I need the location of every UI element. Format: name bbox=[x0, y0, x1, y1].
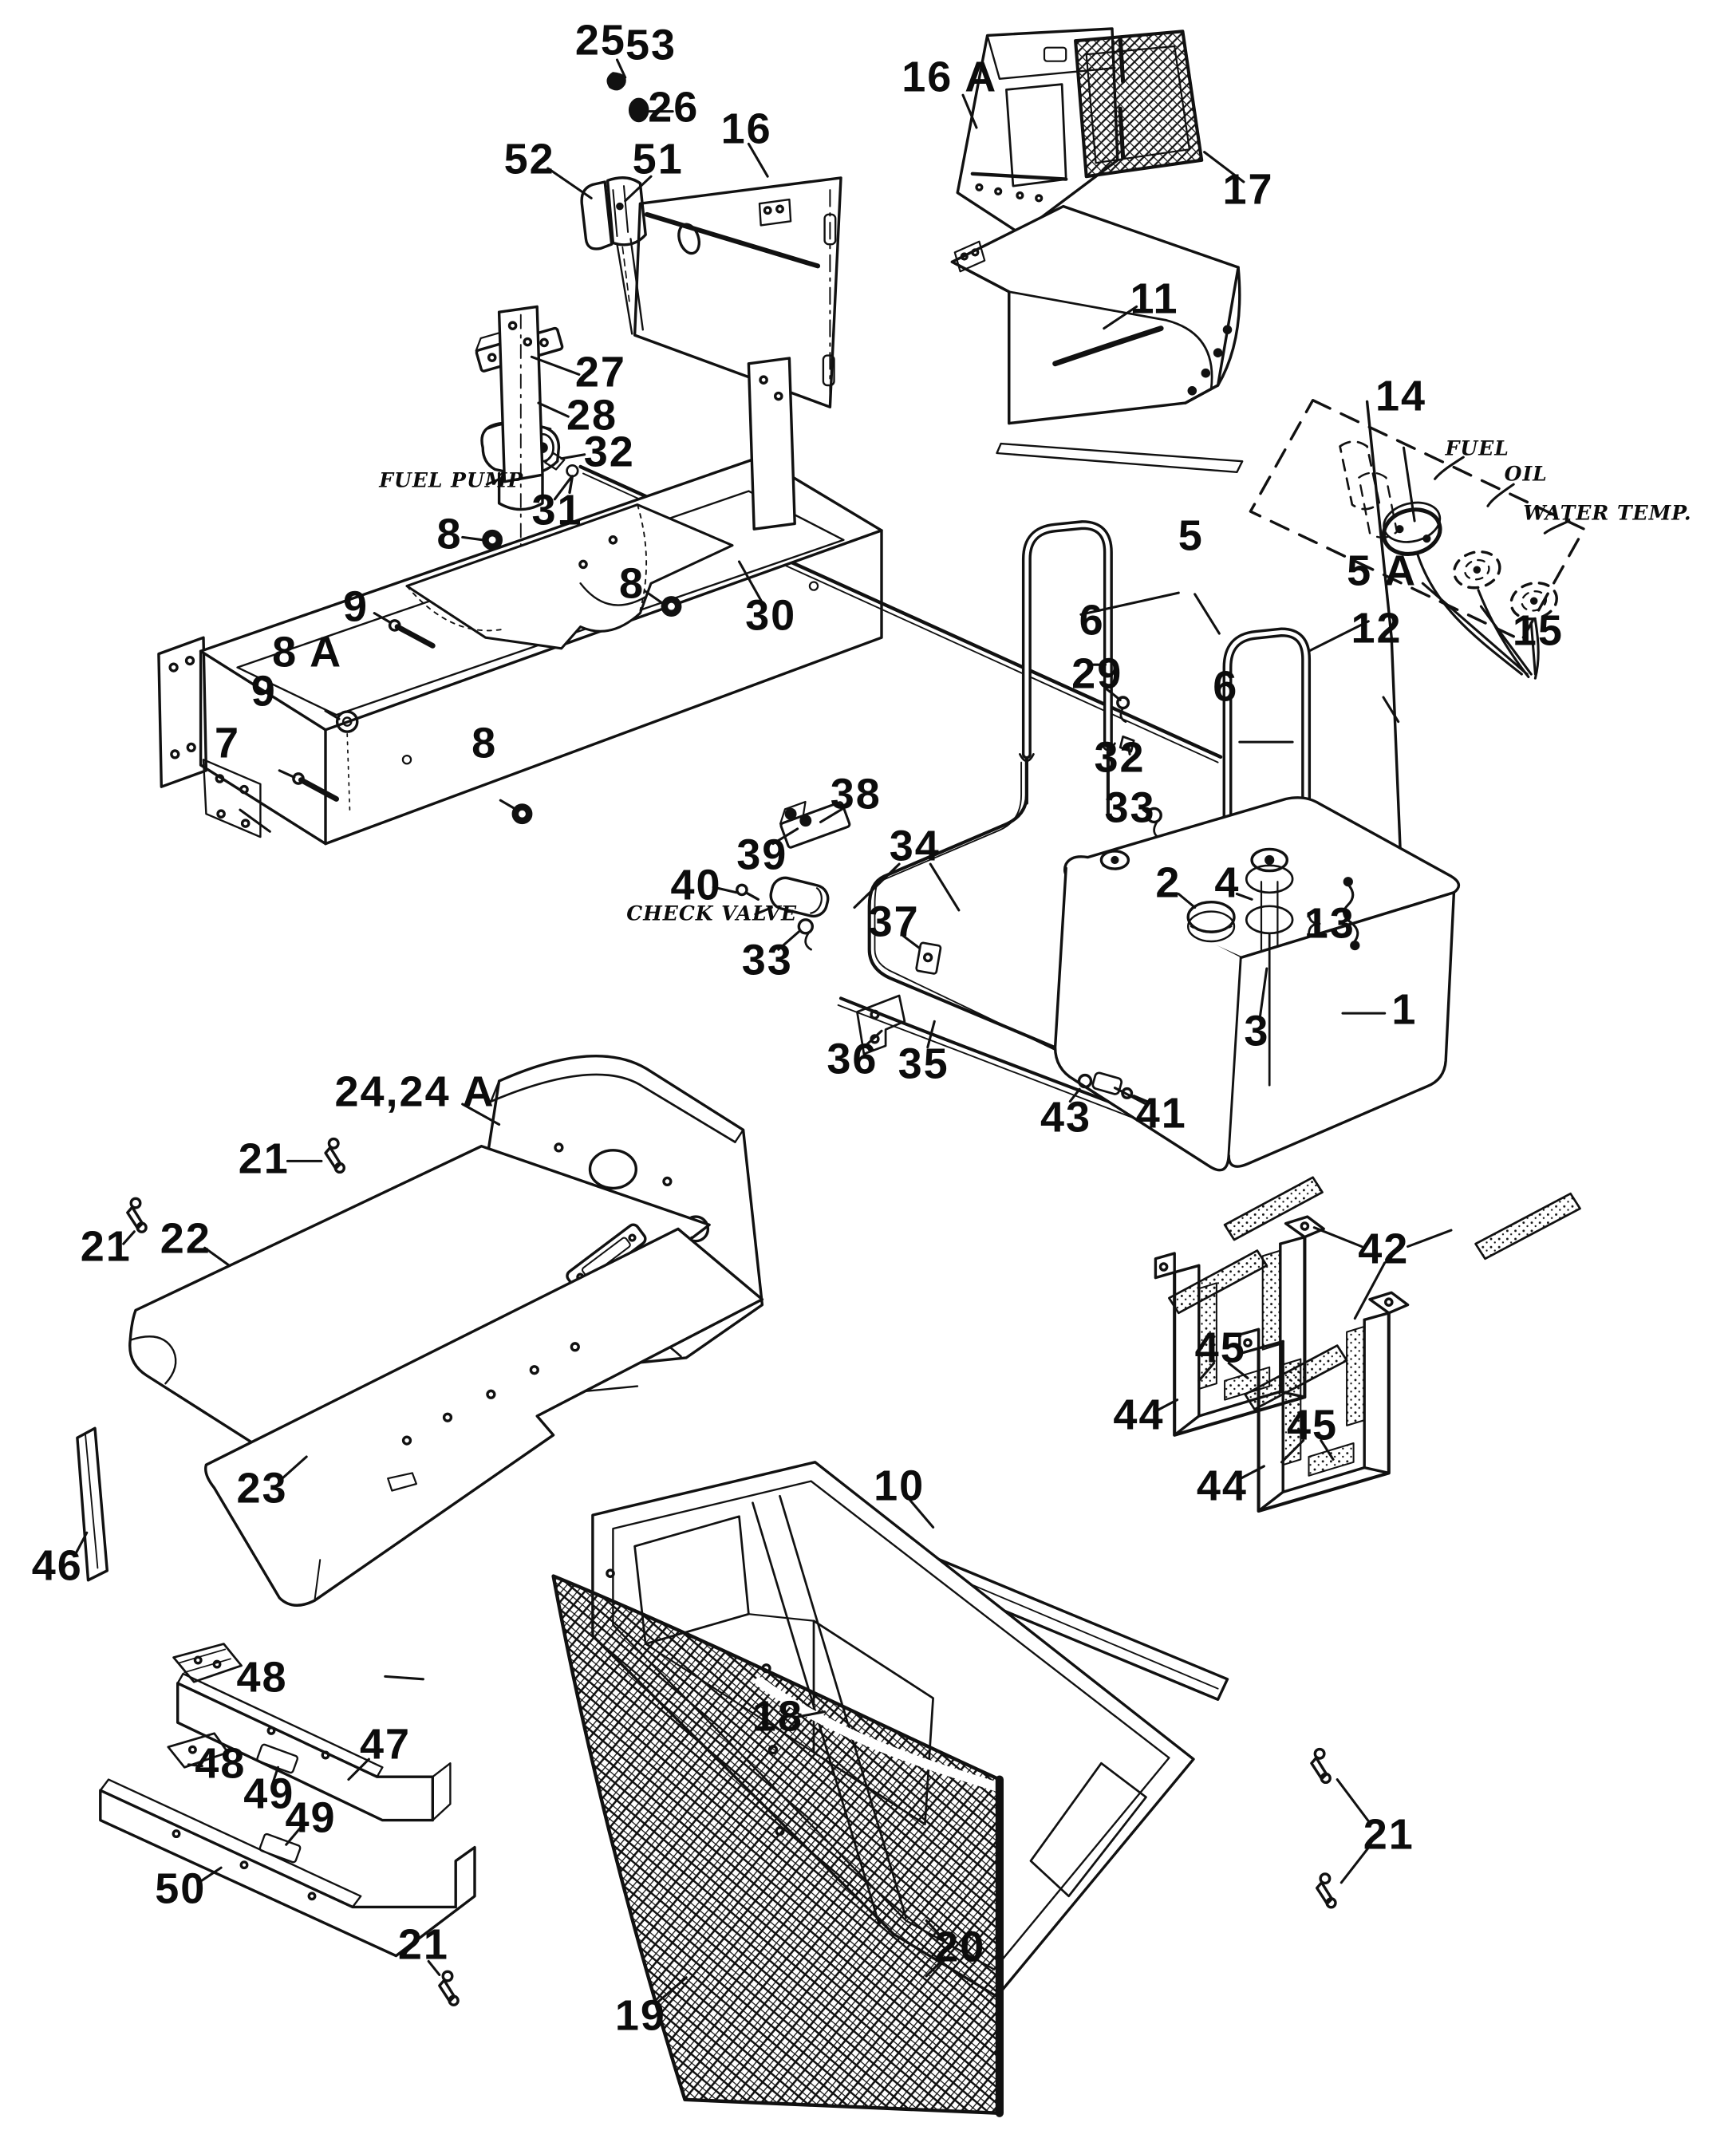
callout-5-A: 5 A bbox=[1347, 546, 1418, 594]
insulation-strips-42 bbox=[1168, 1176, 1581, 1410]
callout-27: 27 bbox=[574, 348, 626, 396]
callout-12: 12 bbox=[1351, 604, 1403, 653]
callout-8: 8 bbox=[619, 559, 645, 608]
callout-21: 21 bbox=[238, 1134, 290, 1182]
callout-6: 6 bbox=[1213, 662, 1239, 711]
callout-34: 34 bbox=[889, 822, 941, 870]
hood-panel-11 bbox=[950, 204, 1244, 473]
callout-24-24-A: 24,24 A bbox=[334, 1067, 495, 1116]
callout-19: 19 bbox=[614, 1991, 666, 2040]
callout-44: 44 bbox=[1113, 1391, 1165, 1439]
callout-41: 41 bbox=[1135, 1089, 1187, 1138]
callout-39: 39 bbox=[736, 830, 788, 879]
gauge-panel bbox=[1249, 399, 1586, 680]
callout-53: 53 bbox=[625, 21, 677, 69]
callout-3: 3 bbox=[1244, 1007, 1270, 1055]
callout-20: 20 bbox=[934, 1923, 986, 1971]
callout-21: 21 bbox=[1363, 1810, 1414, 1859]
fittings-41-43 bbox=[1077, 1071, 1152, 1104]
callout-18: 18 bbox=[752, 1692, 803, 1741]
callout-21: 21 bbox=[397, 1920, 449, 1969]
mesh-screen-19 bbox=[551, 1574, 1004, 2117]
callout-45: 45 bbox=[1287, 1401, 1339, 1450]
callout-49: 49 bbox=[285, 1793, 337, 1842]
callout-45: 45 bbox=[1194, 1324, 1246, 1372]
callout-30: 30 bbox=[745, 591, 797, 640]
callout-43: 43 bbox=[1040, 1093, 1092, 1142]
callout-38: 38 bbox=[830, 770, 882, 819]
callout-50: 50 bbox=[155, 1864, 207, 1913]
callout-16: 16 bbox=[720, 105, 772, 153]
callout-16-A: 16 A bbox=[902, 53, 998, 101]
callout-42: 42 bbox=[1358, 1225, 1410, 1273]
leader-lines bbox=[73, 58, 1571, 2005]
callout-37: 37 bbox=[868, 897, 920, 945]
callout-48: 48 bbox=[236, 1653, 288, 1702]
callout-29: 29 bbox=[1071, 649, 1123, 698]
callout-9: 9 bbox=[343, 582, 369, 631]
grille-screen-17 bbox=[1074, 30, 1204, 179]
callout-17: 17 bbox=[1222, 164, 1274, 213]
line-clips bbox=[797, 696, 1162, 951]
annotation-water-temp-: WATER TEMP. bbox=[1523, 501, 1692, 525]
callout-47: 47 bbox=[360, 1720, 412, 1769]
callout-32: 32 bbox=[1094, 733, 1146, 782]
callout-52: 52 bbox=[503, 135, 555, 183]
callout-48: 48 bbox=[195, 1739, 247, 1788]
callout-15: 15 bbox=[1512, 606, 1564, 655]
hood-side-panel-23 bbox=[204, 1227, 764, 1607]
fuel-pipes-34-35 bbox=[837, 758, 1166, 1123]
support-frame-7 bbox=[157, 305, 883, 846]
callout-21: 21 bbox=[80, 1222, 132, 1271]
annotation-fuel: FUEL bbox=[1445, 436, 1509, 460]
callout-13: 13 bbox=[1304, 899, 1355, 948]
edge-strip-46 bbox=[76, 1426, 108, 1582]
callout-36: 36 bbox=[827, 1035, 878, 1083]
bracket-51-52 bbox=[580, 176, 647, 335]
callout-4: 4 bbox=[1214, 858, 1241, 907]
callout-32: 32 bbox=[583, 428, 635, 476]
callout-9: 9 bbox=[251, 667, 277, 716]
annotation-fuel-pump: FUEL PUMP bbox=[379, 468, 524, 492]
callout-11: 11 bbox=[1130, 274, 1179, 323]
hood-side-panel-16 bbox=[633, 176, 842, 408]
callout-2: 2 bbox=[1155, 858, 1182, 907]
callout-26: 26 bbox=[648, 83, 700, 132]
callout-10: 10 bbox=[874, 1462, 925, 1510]
callout-28: 28 bbox=[566, 391, 618, 440]
callout-51: 51 bbox=[632, 135, 684, 183]
callout-14: 14 bbox=[1375, 372, 1427, 420]
annotation-check-valve: CHECK VALVE bbox=[626, 901, 798, 925]
callout-35: 35 bbox=[898, 1040, 949, 1088]
callout-25: 25 bbox=[574, 16, 626, 65]
callout-8: 8 bbox=[436, 509, 463, 558]
callout-6: 6 bbox=[1079, 595, 1105, 644]
fuel-tank bbox=[1053, 796, 1461, 1172]
callout-49: 49 bbox=[243, 1769, 295, 1818]
callout-8-A: 8 A bbox=[272, 628, 343, 677]
callout-23: 23 bbox=[236, 1464, 288, 1513]
callout-8: 8 bbox=[471, 718, 498, 767]
lower-panel-assembly bbox=[99, 1643, 476, 1958]
callout-1: 1 bbox=[1391, 985, 1418, 1034]
callout-33: 33 bbox=[1104, 783, 1156, 831]
callout-31: 31 bbox=[531, 486, 583, 535]
callout-5: 5 bbox=[1178, 511, 1204, 560]
callout-7: 7 bbox=[215, 718, 241, 767]
callout-40: 40 bbox=[670, 861, 722, 909]
washer-8A bbox=[335, 710, 359, 815]
callout-33: 33 bbox=[741, 936, 793, 984]
callout-44: 44 bbox=[1196, 1462, 1248, 1510]
callout-22: 22 bbox=[160, 1213, 211, 1262]
callout-46: 46 bbox=[31, 1541, 83, 1590]
fasteners-25-26 bbox=[606, 72, 649, 123]
annotation-oil: OIL bbox=[1504, 462, 1548, 486]
